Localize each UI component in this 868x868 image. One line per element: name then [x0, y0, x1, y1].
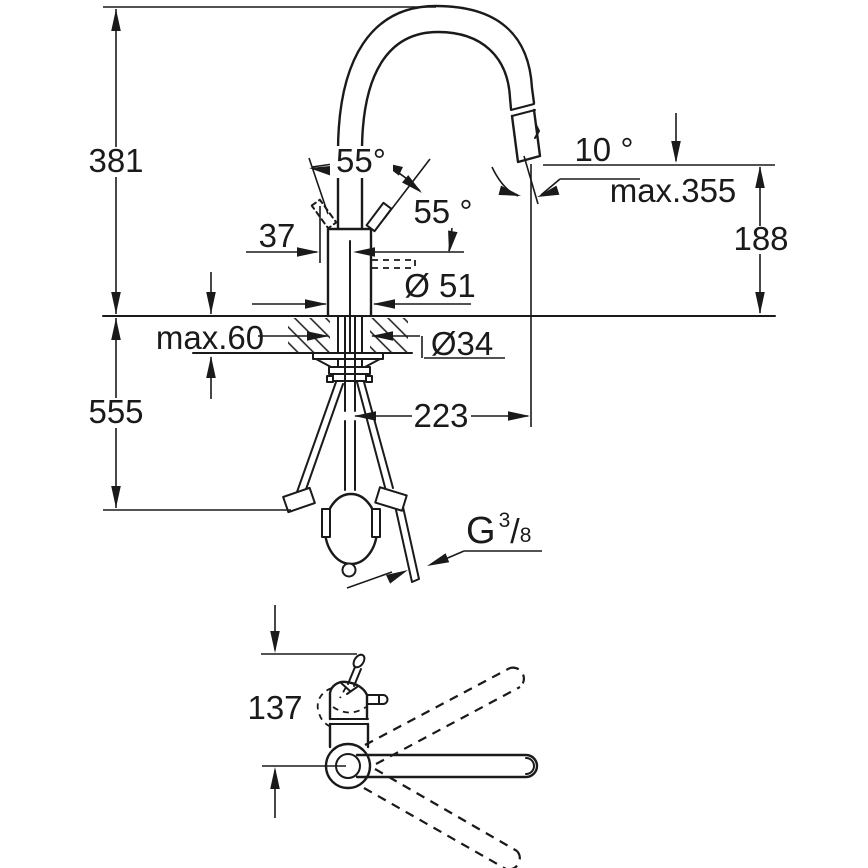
plan-swivel-arc-hidden	[316, 687, 335, 729]
dim-34-text: Ø34	[431, 325, 493, 362]
dim-555-text: 555	[88, 393, 143, 430]
dim-handle-angle-b: 55 °	[413, 193, 472, 230]
dim-height-above-deck: 381	[88, 142, 144, 179]
dim-spout-reach: 223	[412, 397, 471, 434]
spray-head-seam	[534, 124, 540, 139]
plan-lever-hidden	[339, 686, 347, 699]
counterweight	[323, 492, 379, 566]
cone-washer	[315, 358, 381, 368]
hole-diameter-dim	[258, 335, 505, 359]
plan-lever-socket	[339, 681, 358, 695]
plan-view	[261, 605, 539, 868]
dim-max60-text: max.60	[156, 319, 264, 356]
dim-37-text: 37	[259, 217, 296, 254]
dim-55a-text: 55°	[336, 142, 386, 179]
dim-spray-angle: 10 °	[574, 131, 633, 168]
hose-nut-left	[282, 486, 316, 514]
counterweight-clip-left	[321, 508, 331, 538]
faucet-body	[326, 227, 373, 318]
dim-223-text: 223	[413, 397, 468, 434]
dim-51-text: Ø 51	[404, 267, 476, 304]
max-height-leader	[540, 178, 640, 196]
spray-head-joint	[510, 103, 536, 117]
counterweight-knob	[341, 562, 357, 578]
plan-spout-bar	[355, 753, 539, 779]
plan-pivot	[335, 753, 361, 779]
base-plate	[312, 352, 384, 360]
plan-lever-knob	[352, 653, 366, 669]
plan-spout-swivel-up	[364, 666, 525, 765]
pullout-hose	[344, 381, 356, 491]
inner-hose-lines	[344, 315, 356, 382]
dim-height-below-deck: 555	[88, 393, 144, 430]
supply-hose-right	[356, 381, 394, 492]
dim-handle-offset: 37	[259, 217, 296, 254]
handle-lever-right-position	[365, 201, 393, 233]
dim-137-text: 137	[247, 689, 302, 726]
plan-side-outlet	[366, 694, 389, 705]
dim-10-text: 10 °	[574, 131, 633, 168]
counterweight-clip-right	[371, 508, 381, 538]
swivel-offset-dim	[261, 605, 357, 818]
dim-max-deck-thickness: max.60	[156, 319, 264, 356]
spout-inner-edge	[360, 30, 513, 231]
hose-nut-right	[374, 486, 408, 512]
dim-max355-text: max.355	[610, 172, 737, 209]
mounting-flange	[328, 366, 371, 375]
dim-188-text: 188	[733, 220, 788, 257]
faucet-outline	[310, 4, 542, 353]
plan-body-joint	[329, 718, 369, 725]
supply-hose-left	[296, 381, 344, 496]
dim-381-text: 381	[88, 142, 143, 179]
hose-end	[395, 506, 420, 583]
plan-faucet	[316, 653, 539, 868]
spray-axis-line	[523, 155, 539, 205]
plan-spout-swivel-down	[363, 768, 521, 868]
plan-head-hidden-arc	[332, 706, 367, 714]
dim-outlet-height: 188	[733, 220, 790, 257]
plan-swivel-base	[324, 742, 372, 790]
dim-body-diameter: Ø 51	[404, 267, 476, 304]
dim-handle-angle-a: 55°	[330, 142, 393, 179]
hidden-side-outlet	[372, 259, 416, 269]
dimension-labels: 381 555 55° 55 ° 37 Ø 51 10 ° max.355 18…	[88, 131, 790, 726]
plan-spout-cap-detail	[525, 757, 535, 775]
plan-head-outline	[328, 680, 369, 721]
mounting-nut-plate	[332, 373, 367, 382]
dim-swivel-offset: 137	[247, 689, 302, 726]
dim-55b-text: 55 °	[413, 193, 472, 230]
plan-dimension-lines	[261, 605, 357, 818]
dim-hole-diameter: Ø34	[431, 325, 493, 362]
under-counter-parts	[282, 315, 420, 583]
dim-max-spout-height: max.355	[610, 172, 737, 209]
spout-outer-edge	[336, 4, 536, 231]
